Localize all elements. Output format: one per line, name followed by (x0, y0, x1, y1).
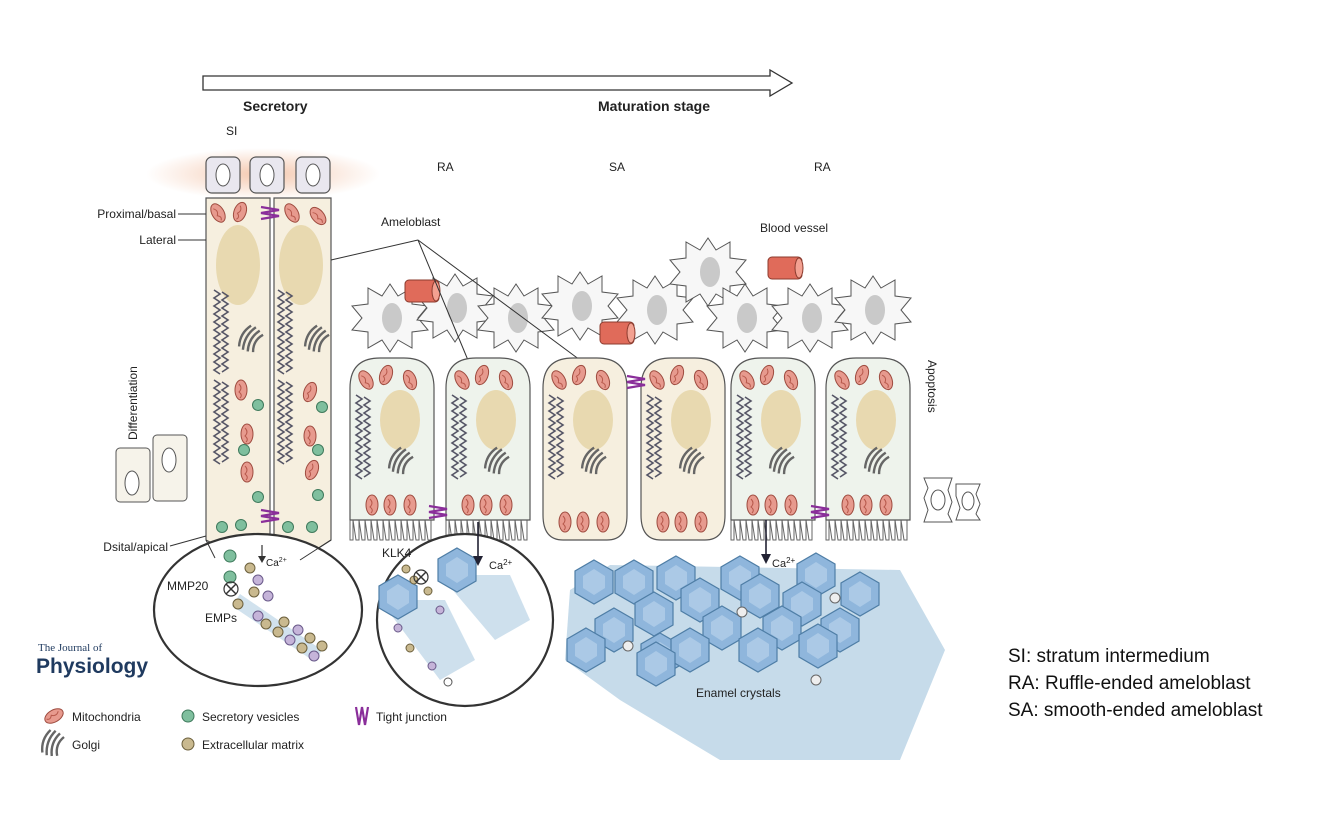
abbr-si-text: stratum intermedium (1031, 646, 1210, 667)
maturation-ameloblast-3 (542, 357, 628, 541)
precursor-cells (115, 434, 188, 503)
legend-golgi: Golgi (72, 738, 100, 752)
maturation-zoom-circle (375, 522, 555, 708)
legend-tight-junction: Tight junction (376, 710, 447, 724)
maturation-ameloblast-6 (825, 357, 911, 541)
mmp20-label: MMP20 (167, 579, 209, 593)
emps-label: EMPs (205, 611, 237, 625)
cell-part-labels (169, 213, 207, 547)
abbr-si: SI: stratum intermedium (1008, 644, 1210, 670)
enamel-crystals-label: Enamel crystals (696, 686, 781, 700)
ra-left-label: RA (437, 160, 454, 174)
maturation-ameloblast-1 (349, 357, 435, 541)
abbr-si-key: SI: (1008, 646, 1032, 667)
maturation-label: Maturation stage (598, 98, 710, 114)
maturation-ameloblast-2 (445, 357, 531, 541)
papillary-layer (351, 237, 912, 353)
stratum-intermedium-cells (205, 156, 331, 194)
lateral-label: Lateral (139, 233, 176, 247)
journal-logo-line1: The Journal of (38, 642, 102, 654)
ca-label-2: Ca2+ (489, 558, 513, 572)
legend (38, 705, 370, 760)
si-label: SI (226, 124, 237, 138)
secretory-ameloblast (205, 197, 332, 561)
stage-arrow (202, 68, 794, 98)
abbr-sa: SA: smooth-ended ameloblast (1008, 698, 1263, 724)
differentiation-label: Differentiation (126, 366, 140, 440)
ca-label-1: Ca2+ (266, 557, 287, 569)
klk4-label: KLK4 (382, 546, 412, 560)
maturation-ameloblast-4 (640, 357, 726, 541)
abbr-sa-text: smooth-ended ameloblast (1038, 700, 1263, 721)
legend-secretory-vesicles: Secretory vesicles (202, 710, 299, 724)
enamel-crystals (565, 520, 945, 760)
secretory-label: Secretory (243, 98, 308, 114)
ameloblast-leader-lines (330, 239, 581, 366)
maturation-ameloblasts (349, 357, 911, 541)
blood-vessel-label: Blood vessel (760, 221, 828, 235)
ca-label-3: Ca2+ (772, 556, 796, 570)
secretory-zoom-circle (152, 532, 364, 688)
apoptotic-cells (923, 477, 981, 523)
ameloblast-label: Ameloblast (381, 215, 441, 229)
sa-label: SA (609, 160, 625, 174)
legend-mitochondria: Mitochondria (72, 710, 141, 724)
abbr-ra: RA: Ruffle-ended ameloblast (1008, 671, 1251, 697)
abbr-ra-text: Ruffle-ended ameloblast (1039, 673, 1251, 694)
journal-logo-line2: Physiology (36, 655, 148, 678)
abbr-ra-key: RA: (1008, 673, 1040, 694)
proximal-basal-label: Proximal/basal (97, 207, 176, 221)
abbr-sa-key: SA: (1008, 700, 1039, 721)
distal-apical-label: Dsital/apical (103, 540, 168, 554)
maturation-ameloblast-5 (730, 357, 816, 541)
legend-extracellular-matrix: Extracellular matrix (202, 738, 304, 752)
apoptosis-label: Apoptosis (925, 360, 939, 413)
ra-right-label: RA (814, 160, 831, 174)
